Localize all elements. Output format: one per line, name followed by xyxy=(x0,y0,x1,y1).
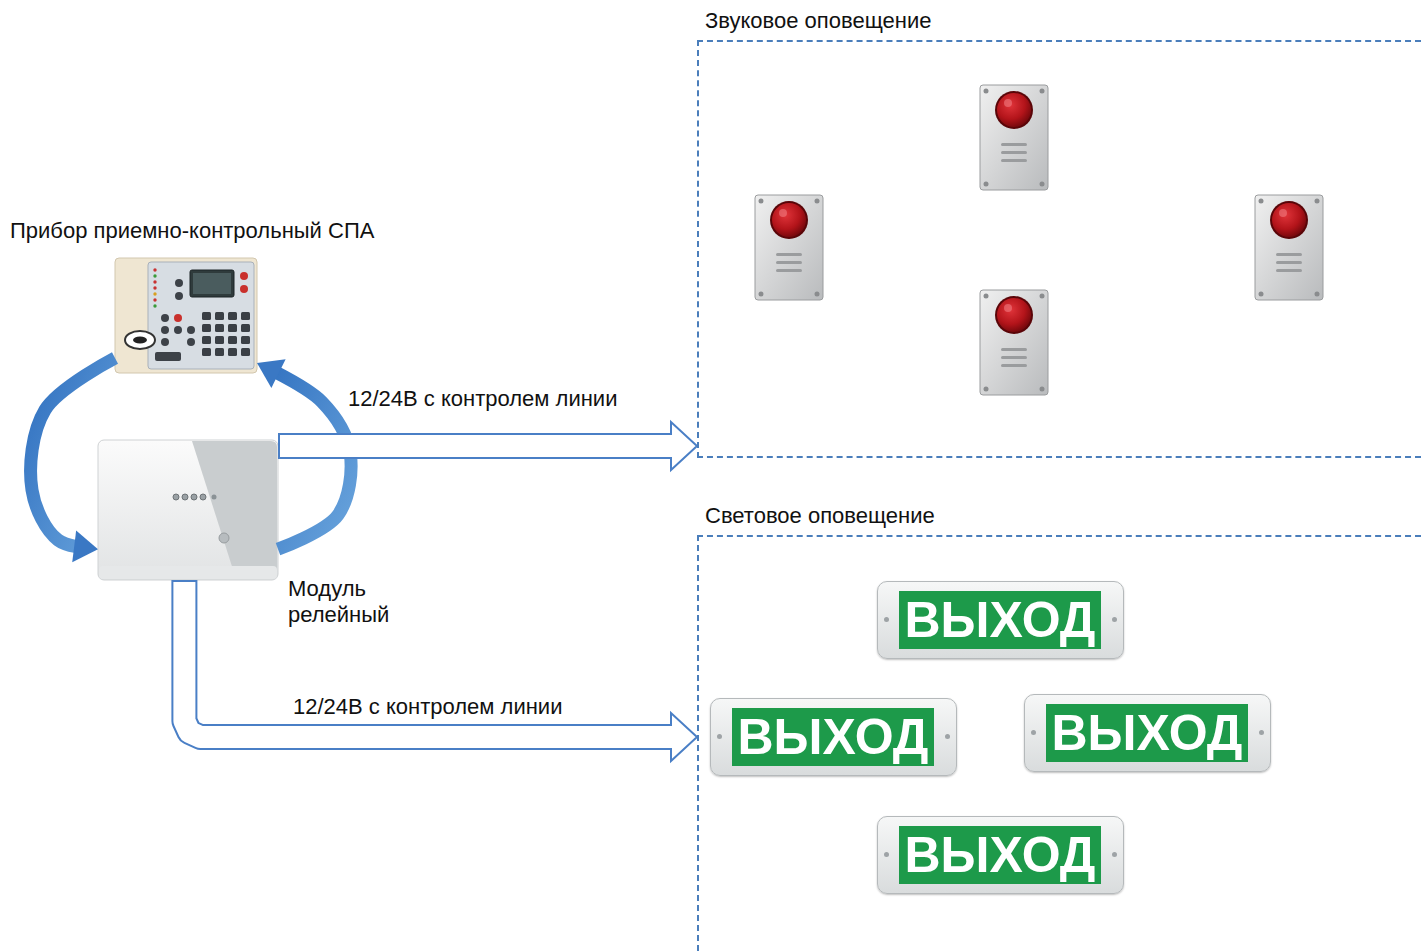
control-panel-illustration-part xyxy=(153,280,156,283)
control-panel-illustration-part xyxy=(153,286,156,289)
control-panel-illustration-part xyxy=(161,314,169,322)
signal-connector xyxy=(278,422,697,470)
sign-text: ВЫХОД xyxy=(732,708,935,766)
relay-module-illustration-part xyxy=(98,440,278,580)
control-panel-illustration-part xyxy=(133,337,147,344)
relay-module-illustration-part xyxy=(182,494,188,500)
light-zone-frame: Световое оповещениеВЫХОДВЫХОДВЫХОДВЫХОД xyxy=(697,535,1421,951)
control-panel-illustration-part xyxy=(155,352,181,361)
sign-text: ВЫХОД xyxy=(899,591,1102,649)
control-panel-illustration-part xyxy=(202,324,211,332)
control-panel-illustration-part xyxy=(125,331,155,349)
arrow-head xyxy=(671,713,697,761)
edge-group xyxy=(31,358,697,761)
control-panel-illustration-part xyxy=(193,273,231,294)
control-panel-illustration-part xyxy=(228,348,237,356)
relay-module-illustration-part xyxy=(200,494,206,500)
node-label: Световое оповещение xyxy=(705,503,935,529)
control-panel-illustration-part xyxy=(153,298,156,301)
control-panel-illustration-part xyxy=(241,312,250,320)
control-panel-illustration-part xyxy=(215,312,224,320)
control-panel-illustration-part xyxy=(240,285,248,293)
edge-label: 12/24В с контролем линии xyxy=(348,386,617,412)
control-panel-node: Прибор приемно-контрольный СПА xyxy=(115,258,257,373)
arrow-head xyxy=(257,359,286,388)
exit-sign: ВЫХОД xyxy=(1024,694,1271,772)
control-panel-illustration-part xyxy=(240,272,248,280)
arrow-head xyxy=(671,422,697,470)
control-panel-illustration-part xyxy=(148,262,254,369)
siren-symbol xyxy=(1255,195,1323,300)
signal-connector xyxy=(31,358,115,562)
control-panel-illustration-part xyxy=(190,270,234,297)
control-panel-illustration-part xyxy=(175,279,183,287)
relay-module-illustration-part xyxy=(99,566,277,579)
control-panel-illustration-part xyxy=(175,292,183,300)
control-panel-illustration-part xyxy=(153,274,156,277)
control-panel-illustration-part xyxy=(202,348,211,356)
siren-symbol xyxy=(980,85,1048,190)
control-panel-illustration-part xyxy=(228,312,237,320)
relay-module-node: Модуль релейный xyxy=(98,440,278,580)
relay-module-illustration xyxy=(98,440,278,580)
sign-text: ВЫХОД xyxy=(899,826,1102,884)
sign-text: ВЫХОД xyxy=(1046,704,1249,762)
relay-module-illustration-part xyxy=(173,494,179,500)
control-panel-illustration-part xyxy=(215,336,224,344)
node-label: Звуковое оповещение xyxy=(705,8,931,34)
control-panel-illustration-part xyxy=(241,324,250,332)
control-panel-illustration-part xyxy=(161,338,169,346)
control-panel-illustration xyxy=(115,258,257,373)
exit-sign: ВЫХОД xyxy=(877,816,1124,894)
exit-sign: ВЫХОД xyxy=(877,581,1124,659)
node-label: Прибор приемно-контрольный СПА xyxy=(10,218,374,244)
arrow-fill xyxy=(280,435,674,457)
control-panel-illustration-part xyxy=(202,336,211,344)
relay-module-illustration-part xyxy=(219,533,229,543)
exit-sign: ВЫХОД xyxy=(710,698,957,776)
edge-label: 12/24В с контролем линии xyxy=(293,694,562,720)
relay-module-illustration-part xyxy=(212,495,217,500)
relay-module-illustration-part xyxy=(191,494,197,500)
arrow-fill xyxy=(184,582,674,737)
control-panel-illustration-part xyxy=(202,312,211,320)
control-panel-illustration-part xyxy=(174,326,182,334)
control-panel-illustration-part xyxy=(174,314,182,322)
control-panel-illustration-part xyxy=(161,326,169,334)
control-panel-illustration-part xyxy=(228,336,237,344)
control-panel-illustration-part xyxy=(187,326,195,334)
control-panel-illustration-part xyxy=(215,348,224,356)
siren-symbol xyxy=(980,290,1048,395)
siren-symbol xyxy=(755,195,823,300)
control-panel-illustration-part xyxy=(241,336,250,344)
control-panel-illustration-part xyxy=(241,348,250,356)
control-panel-illustration-part xyxy=(153,268,156,271)
signal-connector xyxy=(184,580,697,761)
arrow-head xyxy=(72,530,98,562)
control-panel-illustration-part xyxy=(115,258,257,373)
relay-module-illustration-part xyxy=(192,441,277,579)
control-panel-illustration-part xyxy=(187,338,195,346)
control-panel-illustration-part xyxy=(153,292,156,295)
control-panel-illustration-part xyxy=(228,324,237,332)
node-label: Модуль релейный xyxy=(288,576,423,629)
control-panel-illustration-part xyxy=(153,304,156,307)
arrow-outline xyxy=(184,580,671,737)
sound-zone-frame: Звуковое оповещение xyxy=(697,40,1421,458)
curved-arrow xyxy=(31,358,115,549)
control-panel-illustration-part xyxy=(215,324,224,332)
